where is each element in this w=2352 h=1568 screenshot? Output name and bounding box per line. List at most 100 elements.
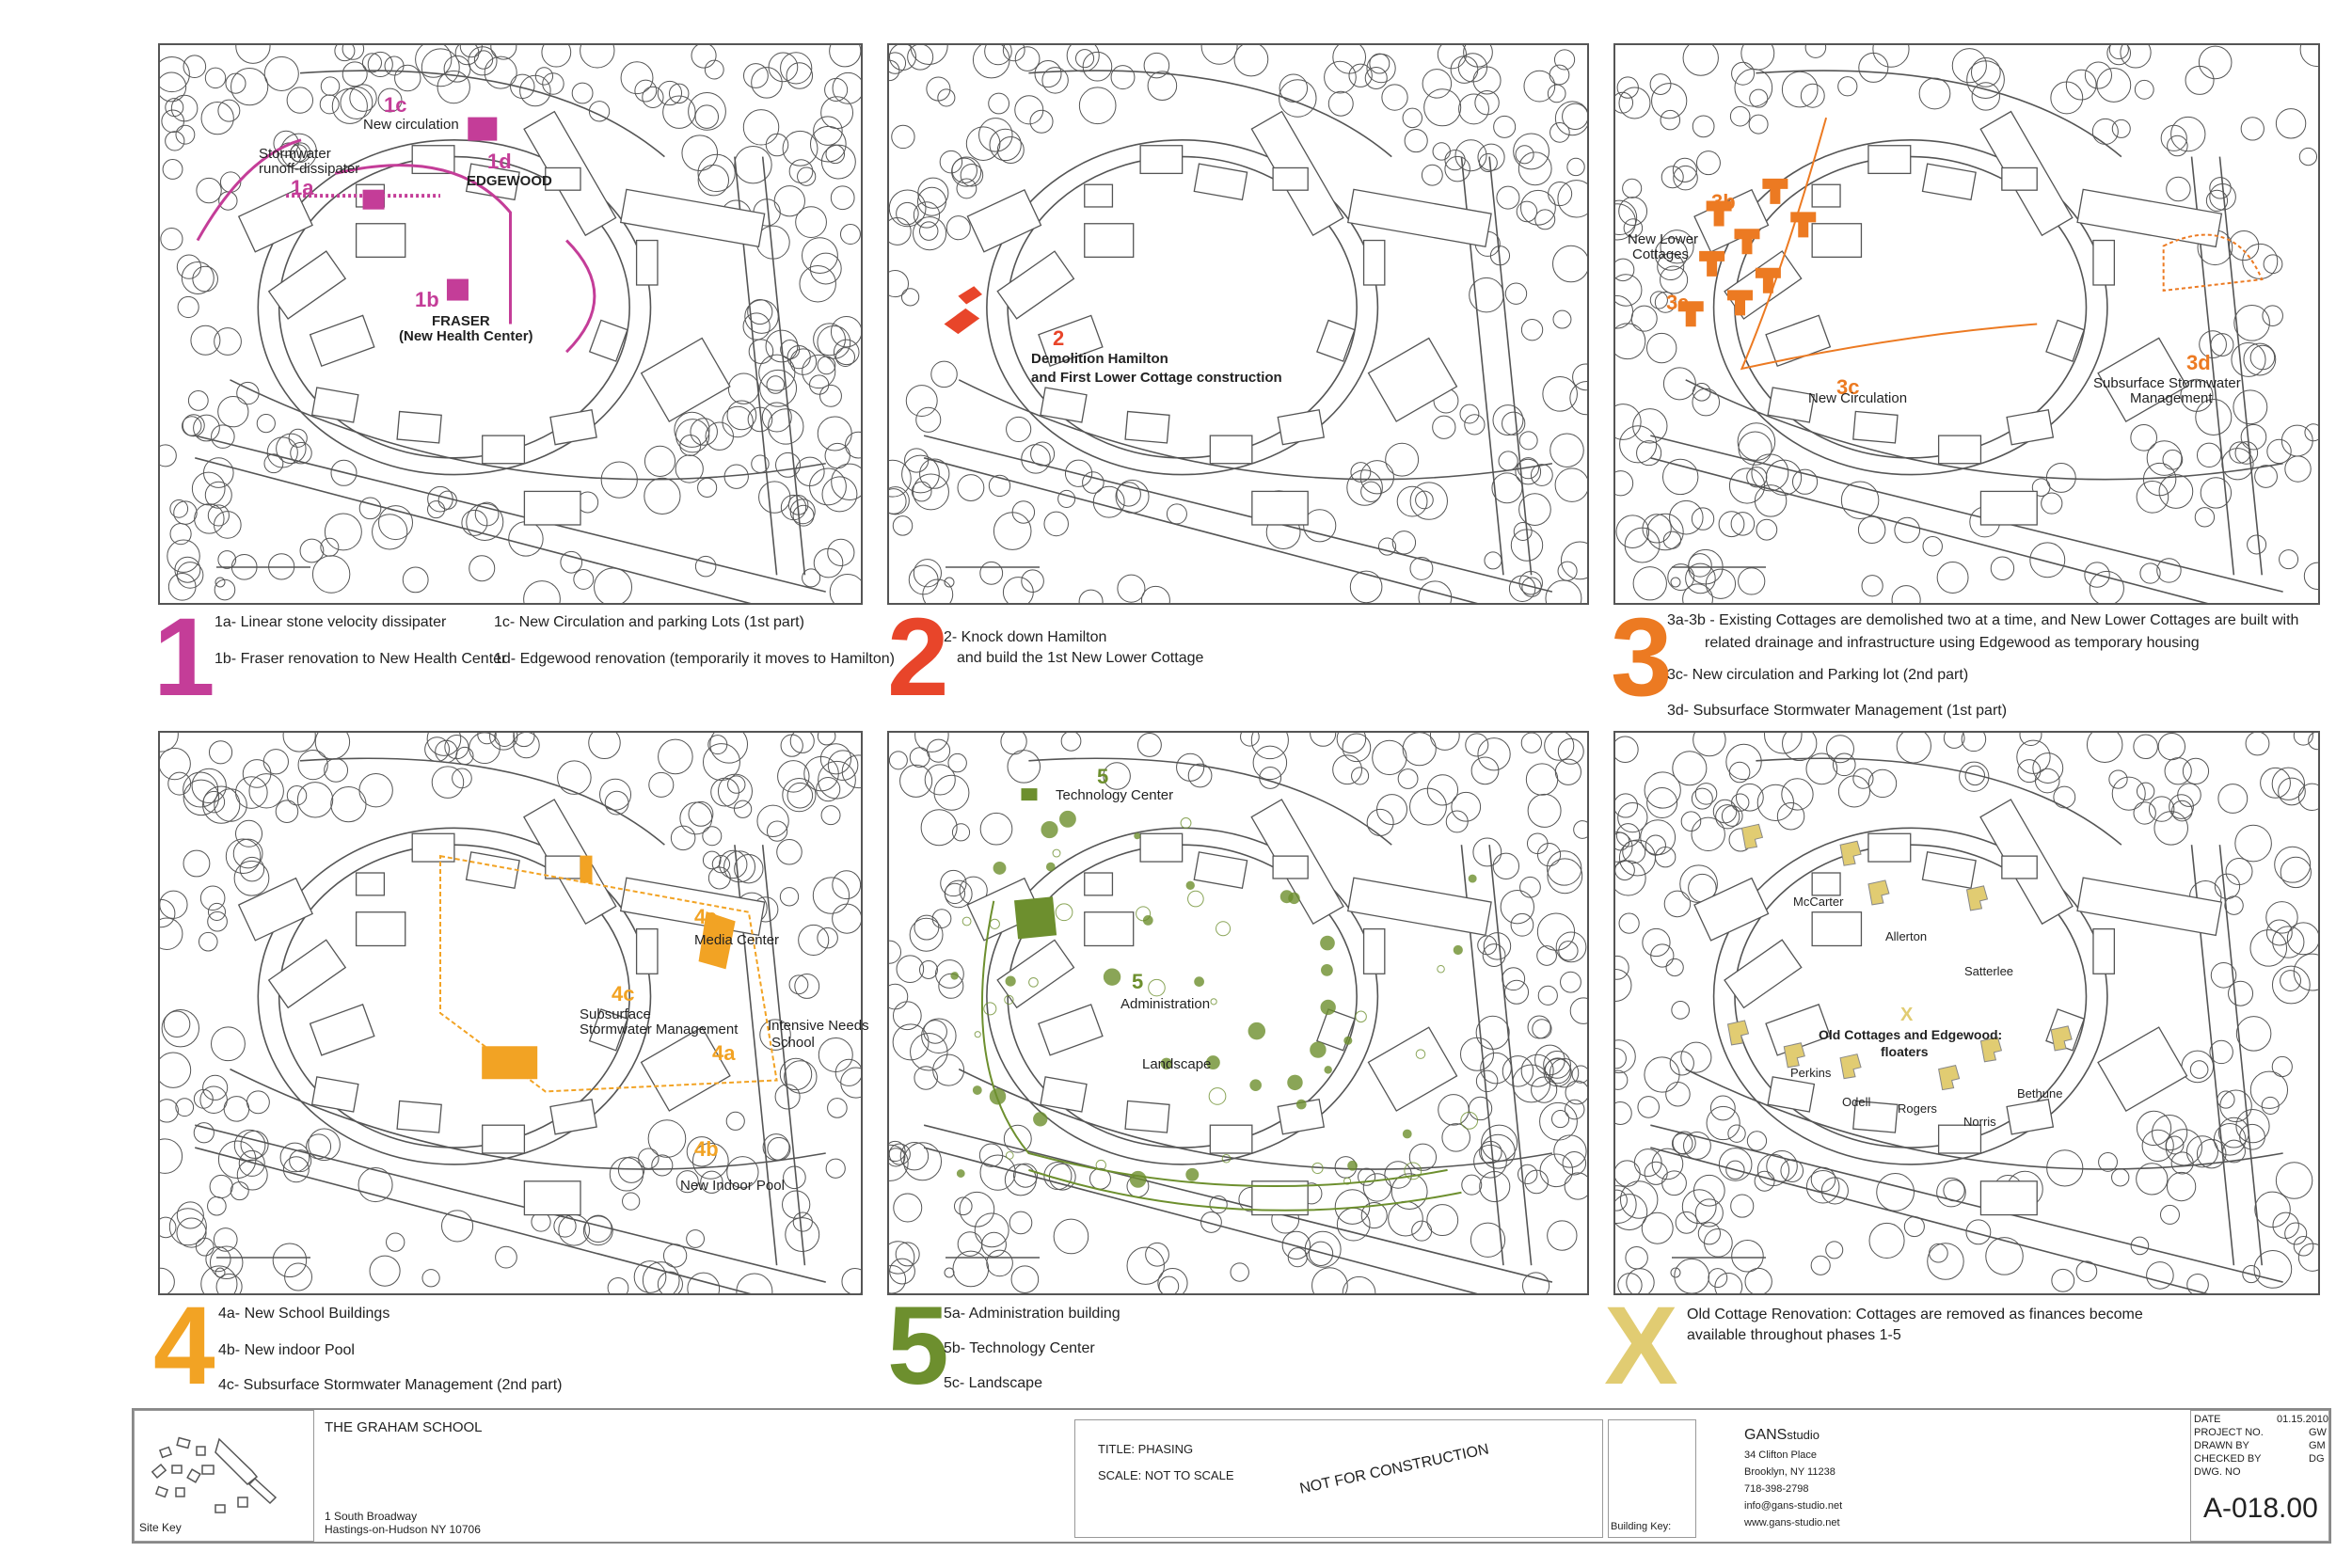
tree	[711, 855, 731, 874]
tree	[2304, 423, 2318, 442]
phase-highlight	[196, 117, 596, 354]
tree	[1615, 1185, 1637, 1225]
tree	[662, 1243, 688, 1268]
tree	[1560, 541, 1587, 580]
tree	[299, 538, 325, 563]
tree	[984, 45, 1012, 66]
tree	[1674, 1258, 1710, 1293]
label-first-lower-cottage: and First Lower Cottage construction	[1031, 370, 1282, 386]
tree	[340, 86, 373, 119]
tree	[768, 408, 804, 445]
tree	[889, 217, 912, 245]
landscape-tree	[956, 1169, 965, 1178]
tree	[1465, 733, 1489, 757]
label-media-center: Media Center	[694, 932, 780, 948]
label-satterlee: Satterlee	[1964, 964, 2014, 978]
tree	[2053, 785, 2076, 809]
tree	[1615, 1069, 1629, 1090]
tree	[2141, 1129, 2174, 1163]
circulation-curve	[565, 239, 596, 354]
landscape-tree	[1248, 1022, 1266, 1040]
building	[1193, 163, 1248, 201]
tree	[691, 1142, 729, 1180]
tree	[1553, 49, 1576, 71]
tree	[1502, 967, 1526, 991]
meta-checked-label: CHECKED BY	[2194, 1453, 2262, 1465]
tree	[1043, 511, 1069, 537]
tree	[797, 166, 817, 186]
tree	[2209, 1039, 2233, 1065]
tree	[1557, 737, 1584, 765]
tree	[263, 453, 284, 474]
tree	[766, 375, 786, 394]
landscape-edge	[980, 900, 1448, 1188]
tree	[2261, 1096, 2280, 1115]
tree	[2280, 970, 2301, 991]
broadway-road-edge	[1650, 1147, 2209, 1293]
tree	[1632, 566, 1667, 601]
tree	[1644, 771, 1681, 809]
tree	[2286, 922, 2318, 956]
tree	[431, 766, 465, 799]
tree	[686, 1136, 718, 1167]
tree	[217, 1140, 257, 1180]
tree	[1474, 89, 1500, 116]
tree	[1308, 1241, 1334, 1266]
tree	[1349, 570, 1383, 603]
tree	[1281, 1230, 1311, 1260]
tree	[275, 800, 299, 823]
tree	[2130, 1236, 2150, 1256]
tree	[330, 459, 358, 486]
label-1d: 1d	[487, 150, 512, 173]
tree	[2293, 953, 2318, 991]
tree	[1734, 68, 1773, 107]
tree	[421, 1269, 440, 1288]
tree	[1682, 583, 1713, 603]
legend-1d: 1d- Edgewood renovation (temporarily it …	[494, 651, 895, 667]
tree	[782, 1190, 811, 1219]
tree	[911, 481, 932, 502]
tree	[1615, 736, 1639, 764]
tree	[2280, 424, 2313, 457]
address-line-2: Hastings-on-Hudson NY 10706	[325, 1523, 481, 1536]
tree	[2075, 1260, 2098, 1282]
tree	[1537, 985, 1558, 1006]
building	[588, 319, 628, 362]
tree	[1432, 415, 1456, 439]
tree	[263, 55, 299, 91]
building	[1811, 223, 1863, 258]
north-road	[1756, 757, 2122, 846]
firm-name: GANSstudio	[1744, 1427, 1820, 1444]
tree	[435, 739, 458, 764]
tree	[1746, 467, 1768, 488]
tree	[1565, 1080, 1587, 1105]
tree	[193, 1088, 214, 1109]
new-lower-cottage	[1762, 178, 1788, 204]
meta-drawn-value: GM	[2309, 1440, 2326, 1451]
tree	[1140, 585, 1170, 603]
tree	[183, 849, 211, 878]
tree	[2166, 1171, 2197, 1202]
tree	[940, 869, 967, 897]
landscape-tree	[1180, 817, 1192, 829]
tree	[782, 130, 818, 166]
tree	[1943, 733, 1965, 749]
label-fraser: FRASER	[432, 313, 490, 329]
tree	[1646, 513, 1684, 551]
tree	[1522, 1272, 1550, 1293]
tree	[1279, 73, 1309, 103]
buildings	[1693, 799, 2223, 1216]
tree	[192, 265, 218, 293]
landscape-tree	[1160, 1057, 1172, 1069]
tree	[2225, 858, 2253, 886]
tree	[765, 133, 789, 157]
tree	[1454, 139, 1487, 172]
tree	[1615, 294, 1634, 329]
tree	[920, 809, 958, 847]
tree	[907, 45, 934, 71]
tree	[160, 444, 177, 467]
tree	[780, 734, 803, 757]
building	[267, 250, 347, 320]
tree	[802, 237, 838, 275]
landscape-tree	[961, 916, 972, 927]
